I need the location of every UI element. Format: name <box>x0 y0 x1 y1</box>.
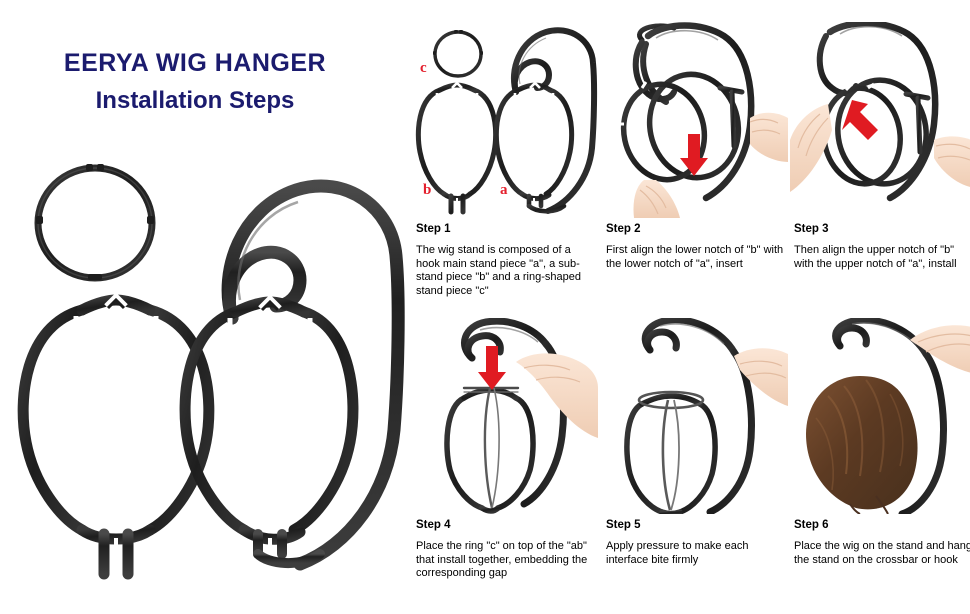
arrow-down-icon <box>680 134 708 176</box>
steps-grid: c b a Step 1 The wig stand is composed o… <box>412 0 970 600</box>
ring-c-being-placed <box>462 386 520 509</box>
step-2-text: First align the lower notch of "b" with … <box>606 244 784 270</box>
step-1-figure: c b a <box>412 22 598 218</box>
hero-mainstand-part-a <box>179 179 405 571</box>
hero-parts-illustration <box>0 150 410 590</box>
step-6-caption: Step 6 Place the wig on the stand and ha… <box>794 518 970 567</box>
step-panel-3: Step 3 Then align the upper notch of "b"… <box>790 22 970 318</box>
step-panel-1: c b a Step 1 The wig stand is composed o… <box>412 22 598 318</box>
hand-right <box>910 325 970 373</box>
step-6-label: Step 6 <box>794 519 829 531</box>
hand-left <box>790 104 832 192</box>
step-1-label: Step 1 <box>416 223 451 235</box>
arrow-up-left-icon <box>842 100 878 140</box>
step-3-photo-svg <box>790 22 970 202</box>
title-block: EERYA WIG HANGER Installation Steps <box>0 46 390 118</box>
step-5-label: Step 5 <box>606 519 641 531</box>
step-6-text: Place the wig on the stand and hang the … <box>794 540 970 566</box>
part-label-c: c <box>420 60 427 76</box>
step-panel-4: Step 4 Place the ring "c" on top of the … <box>412 318 598 614</box>
step-1-text: The wig stand is composed of a hook main… <box>416 244 581 297</box>
step-2-photo-svg <box>620 22 788 218</box>
step-3-caption: Step 3 Then align the upper notch of "b"… <box>794 222 970 271</box>
step-6-figure <box>790 318 970 514</box>
step-5-photo-svg <box>624 318 788 514</box>
hand-right <box>749 112 788 162</box>
step-panel-5: Step 5 Apply pressure to make each inter… <box>602 318 788 614</box>
step-3-label: Step 3 <box>794 223 829 235</box>
step-5-text: Apply pressure to make each interface bi… <box>606 540 749 566</box>
step-4-figure <box>412 318 598 514</box>
hero-parts-svg <box>17 164 405 580</box>
step-1-parts-svg <box>415 27 598 215</box>
page-title: EERYA WIG HANGER <box>63 49 327 77</box>
step-1-ring-c <box>433 30 483 78</box>
page-subtitle: Installation Steps <box>95 87 295 114</box>
step-1-mainstand-a <box>493 27 598 214</box>
step-2-label: Step 2 <box>606 223 641 235</box>
arrow-down-icon <box>478 346 506 390</box>
part-label-b: b <box>423 182 432 198</box>
step-3-text: Then align the upper notch of "b" with t… <box>794 244 957 270</box>
step-panel-2: Step 2 First align the lower notch of "b… <box>602 22 788 318</box>
part-label-a: a <box>500 182 508 198</box>
hero-substand-part-b <box>17 292 215 580</box>
step-4-label: Step 4 <box>416 519 451 531</box>
step-3-figure <box>790 22 970 218</box>
hand-right <box>734 348 788 406</box>
step-5-caption: Step 5 Apply pressure to make each inter… <box>606 518 786 567</box>
step-panel-6: Step 6 Place the wig on the stand and ha… <box>790 318 970 614</box>
wig <box>806 376 918 514</box>
hand-left <box>633 180 680 218</box>
left-hero-panel: EERYA WIG HANGER Installation Steps <box>0 0 410 600</box>
hand-right <box>516 353 598 438</box>
step-6-photo-svg <box>806 318 970 514</box>
step-4-text: Place the ring "c" on top of the "ab" th… <box>416 540 588 579</box>
step-1-substand-b <box>415 81 499 215</box>
step-5-figure <box>602 318 788 514</box>
step-1-caption: Step 1 The wig stand is composed of a ho… <box>416 222 596 298</box>
step-4-photo-svg <box>444 318 598 514</box>
hand-right <box>934 136 970 187</box>
ring-c-installed <box>637 390 705 511</box>
hero-ring-part-c <box>34 164 156 282</box>
step-4-caption: Step 4 Place the ring "c" on top of the … <box>416 518 596 581</box>
step-2-caption: Step 2 First align the lower notch of "b… <box>606 222 786 271</box>
step-2-figure <box>602 22 788 218</box>
